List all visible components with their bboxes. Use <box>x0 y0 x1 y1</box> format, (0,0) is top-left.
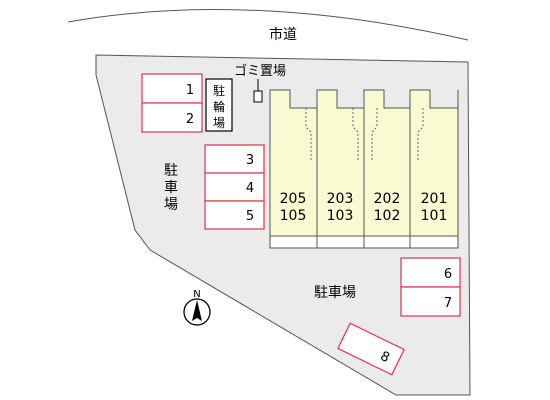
trash-box <box>253 90 263 103</box>
north-arrow-icon <box>192 300 202 321</box>
unit-number-lower: 105 <box>280 208 307 224</box>
north-label: N <box>193 289 200 300</box>
parking-space-5: 5 <box>204 200 265 230</box>
unit-number-lower: 101 <box>421 208 448 224</box>
bicycle-parking-char-3: 場 <box>213 116 225 130</box>
parking-space-number: 3 <box>246 153 254 168</box>
trash-area: ゴミ置場 <box>234 63 286 103</box>
unit-number-upper: 203 <box>327 191 354 207</box>
road-edge-line <box>67 9 469 41</box>
parking-space-2: 2 <box>141 102 203 133</box>
north-arrow: N <box>183 289 211 326</box>
bicycle-parking: 駐 輪 場 <box>205 78 233 132</box>
parking-space-number: 4 <box>246 181 254 196</box>
parking-main-label: 駐車場 <box>314 284 356 301</box>
parking-left-char-2: 車 <box>164 179 178 196</box>
parking-space-1: 1 <box>141 73 203 104</box>
unit-number-lower: 103 <box>327 208 354 224</box>
parking-space-8: 8 <box>337 322 405 376</box>
parking-left-char-1: 駐 <box>164 163 178 179</box>
parking-space-6: 6 <box>400 257 461 288</box>
parking-space-number: 1 <box>186 83 194 98</box>
unit-number-lower: 102 <box>374 208 401 224</box>
parking-space-7: 7 <box>400 286 461 317</box>
unit-number-upper: 201 <box>421 191 448 207</box>
parking-left-char-3: 場 <box>164 197 178 213</box>
bicycle-parking-char-2: 輪 <box>213 99 225 114</box>
parking-space-number: 6 <box>444 267 452 282</box>
stair-lines <box>305 108 424 161</box>
road-label: 市道 <box>269 26 297 43</box>
parking-space-number: 7 <box>444 296 452 311</box>
unit-number-upper: 205 <box>280 191 307 207</box>
trash-area-label: ゴミ置場 <box>234 63 286 79</box>
apartment-building: 205 105 203 103 202 102 201 101 <box>269 89 459 249</box>
parking-space-number: 2 <box>186 112 194 127</box>
unit-number-upper: 202 <box>374 191 401 207</box>
bicycle-parking-char-1: 駐 <box>213 83 225 98</box>
parking-space-4: 4 <box>204 172 265 202</box>
parking-space-number: 5 <box>246 209 254 224</box>
parking-space-3: 3 <box>204 144 265 174</box>
